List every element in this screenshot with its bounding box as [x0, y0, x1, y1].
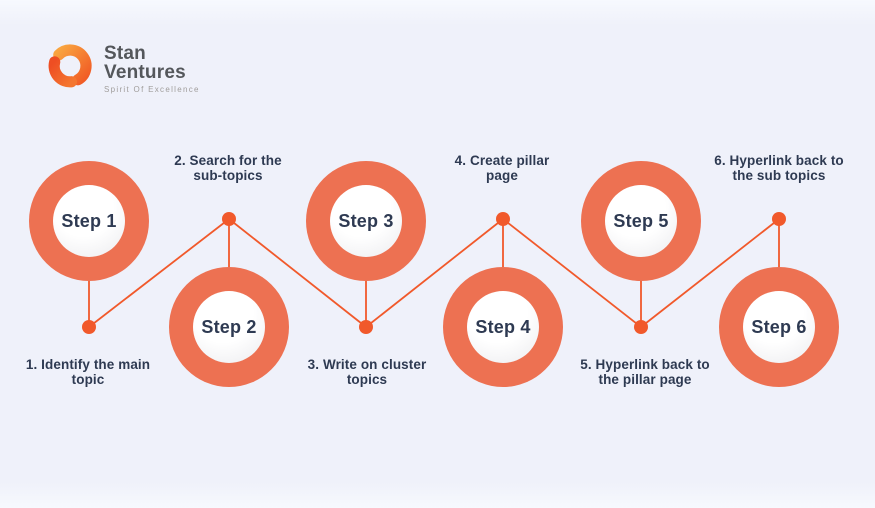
step-circle-inner: Step 5 [605, 185, 677, 257]
step-circle-inner: Step 1 [53, 185, 125, 257]
step-description-6: 6. Hyperlink back to the sub topics [714, 153, 844, 183]
step-description-2: 2. Search for the sub-topics [174, 153, 282, 183]
brand-tagline: Spirit Of Excellence [104, 85, 200, 94]
connector-dot-6 [772, 212, 786, 226]
step-description-4: 4. Create pillar page [454, 153, 550, 183]
step-circle-3: Step 3 [306, 161, 426, 281]
step-circle-inner: Step 6 [743, 291, 815, 363]
step-label: Step 2 [201, 316, 257, 337]
step-description-5: 5. Hyperlink back to the pillar page [580, 357, 710, 387]
step-description-3: 3. Write on cluster topics [307, 357, 427, 387]
connector-diagonal-4-5 [502, 218, 642, 328]
step-circle-1: Step 1 [29, 161, 149, 281]
step-circle-inner: Step 3 [330, 185, 402, 257]
step-label: Step 1 [61, 210, 117, 231]
connector-diagonal-1-2 [88, 218, 230, 328]
step-circle-5: Step 5 [581, 161, 701, 281]
step-circle-inner: Step 2 [193, 291, 265, 363]
step-label: Step 6 [751, 316, 807, 337]
connector-dot-4 [496, 212, 510, 226]
step-circle-6: Step 6 [719, 267, 839, 387]
connector-diagonal-5-6 [640, 218, 780, 328]
connector-dots [82, 212, 786, 334]
brand-logo: Stan Ventures Spirit Of Excellence [42, 38, 200, 94]
connector-dot-3 [359, 320, 373, 334]
brand-name-line2: Ventures [104, 62, 186, 83]
connector-dot-2 [222, 212, 236, 226]
step-description-1: 1. Identify the main topic [25, 357, 151, 387]
step-circle-4: Step 4 [443, 267, 563, 387]
connector-dot-1 [82, 320, 96, 334]
brand-name: Stan Ventures [104, 44, 200, 82]
step-label: Step 3 [338, 210, 394, 231]
step-circle-2: Step 2 [169, 267, 289, 387]
step-circle-inner: Step 4 [467, 291, 539, 363]
connector-diagonal-2-3 [228, 218, 367, 328]
brand-text-block: Stan Ventures Spirit Of Excellence [104, 38, 200, 94]
stan-ventures-swirl-icon [48, 44, 92, 88]
step-label: Step 4 [475, 316, 531, 337]
connector-dot-5 [634, 320, 648, 334]
connector-lines [88, 218, 780, 328]
brand-name-line1: Stan [104, 43, 146, 64]
connector-diagonal-3-4 [365, 218, 504, 328]
step-label: Step 5 [613, 210, 669, 231]
